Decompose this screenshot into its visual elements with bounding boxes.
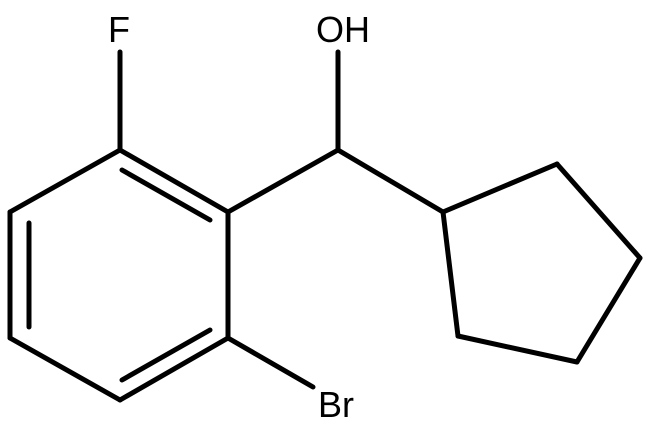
cyclopentane-bond-5: [440, 209, 461, 339]
ring-bond-c4-c5: [7, 335, 123, 403]
cyclopentane-bond-2: [554, 161, 643, 261]
cyclopentane-bond-1: [440, 161, 560, 215]
cyclopentane-bond-3: [574, 255, 643, 365]
atom-label-fluorine: F: [108, 9, 130, 50]
ring-bond-c1-c2: [117, 147, 231, 215]
atom-label-bromine: Br: [318, 384, 354, 425]
ring-bond-c2-c3: [7, 147, 123, 215]
ring-bond-c5-c6: [117, 335, 231, 403]
bond-carbinol-to-cyclopentyl: [335, 147, 446, 215]
bond-ring-to-carbinol: [225, 147, 341, 215]
benzene-ring: [7, 147, 231, 403]
ring-double-bond-c5-c6: [119, 327, 213, 383]
bond-ring-to-br: [225, 335, 316, 390]
atom-label-hydroxyl: OH: [316, 9, 370, 50]
cyclopentane-ring: [440, 161, 643, 365]
cyclopentane-bond-4: [455, 333, 580, 365]
ring-double-bond-c1-c2: [119, 167, 213, 223]
